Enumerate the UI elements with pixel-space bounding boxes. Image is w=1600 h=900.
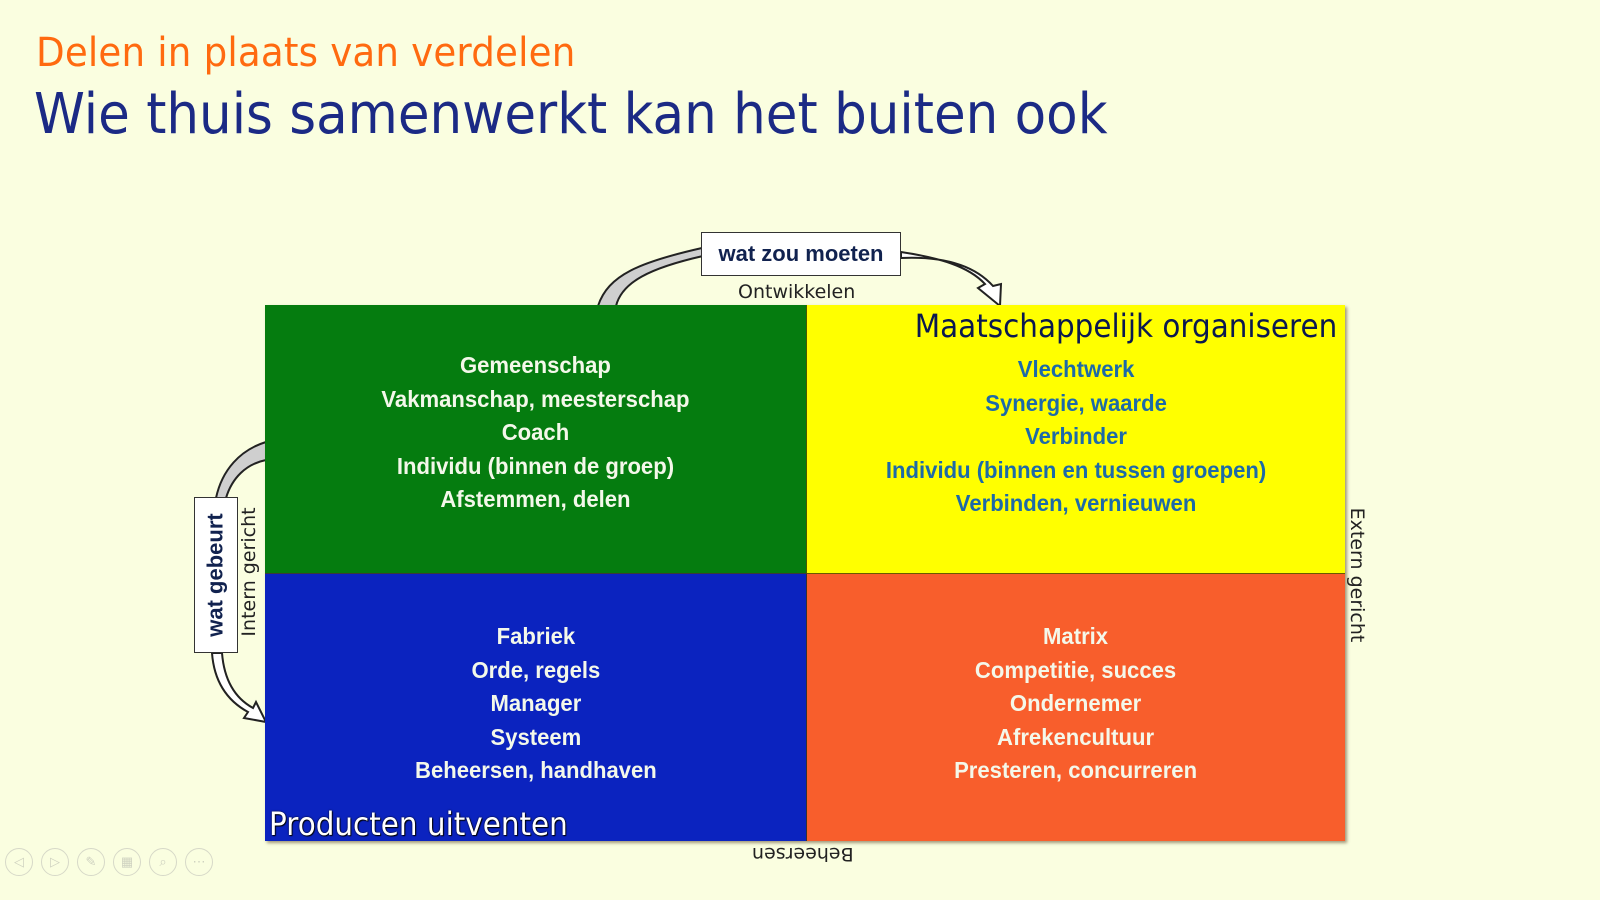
- slide-title: Wie thuis samenwerkt kan het buiten ook: [34, 82, 1108, 147]
- list-item: Competitie, succes: [975, 656, 1177, 683]
- list-item: Afstemmen, delen: [440, 486, 631, 512]
- gray-curved-arrow-top: [596, 246, 705, 307]
- next-icon[interactable]: ▷: [41, 848, 69, 876]
- quadrant-top-right-list: Vlechtwerk Synergie, waarde Verbinder In…: [878, 353, 1274, 521]
- list-item: Verbinder: [1025, 423, 1127, 449]
- axis-label-top: Ontwikkelen: [738, 281, 856, 303]
- gray-curved-arrow-left: [214, 440, 267, 499]
- axis-label-bottom: Beheersen: [752, 843, 854, 865]
- quadrant-top-right: Maatschappelijk organiseren Vlechtwerk S…: [806, 305, 1345, 573]
- list-item: Matrix: [1043, 623, 1109, 649]
- quadrant-top-left-list: Gemeenschap Vakmanschap, meesterschap Co…: [375, 349, 696, 517]
- list-item: Vlechtwerk: [1017, 356, 1135, 382]
- quadrant-bottom-left-list: Fabriek Orde, regels Manager Systeem Beh…: [410, 620, 662, 788]
- presenter-controls: ◁ ▷ ✎ ▦ ⌕ ⋯: [5, 848, 213, 876]
- list-item: Fabriek: [496, 623, 575, 649]
- quadrant-heading-producten: Producten uitventen: [269, 805, 568, 843]
- white-curved-arrow-top: [900, 250, 1003, 309]
- list-item: Individu (binnen de groep): [396, 452, 675, 479]
- slide-subtitle: Delen in plaats van verdelen: [36, 30, 576, 76]
- slides-grid-icon[interactable]: ▦: [113, 848, 141, 876]
- list-item: Gemeenschap: [460, 352, 611, 378]
- list-item: Synergie, waarde: [985, 389, 1167, 416]
- callout-top: wat zou moeten: [701, 232, 901, 276]
- list-item: Manager: [490, 690, 581, 716]
- more-icon[interactable]: ⋯: [185, 848, 213, 876]
- list-item: Individu (binnen en tussen groepen): [885, 456, 1267, 483]
- list-item: Afrekencultuur: [997, 723, 1155, 750]
- quadrant-bottom-left: Fabriek Orde, regels Manager Systeem Beh…: [265, 573, 806, 843]
- list-item: Systeem: [490, 723, 581, 750]
- list-item: Ondernemer: [1010, 690, 1142, 716]
- axis-label-left: Intern gericht: [238, 507, 260, 637]
- list-item: Orde, regels: [471, 656, 600, 683]
- white-curved-arrow-left: [210, 652, 268, 724]
- quadrant-matrix: Gemeenschap Vakmanschap, meesterschap Co…: [265, 305, 1345, 843]
- list-item: Presteren, concurreren: [954, 757, 1198, 783]
- quadrant-top-left: Gemeenschap Vakmanschap, meesterschap Co…: [265, 305, 806, 573]
- list-item: Verbinden, vernieuwen: [955, 490, 1197, 516]
- zoom-icon[interactable]: ⌕: [149, 848, 177, 876]
- pen-icon[interactable]: ✎: [77, 848, 105, 876]
- quadrant-heading-maatschappelijk: Maatschappelijk organiseren: [914, 307, 1337, 345]
- list-item: Vakmanschap, meesterschap: [381, 385, 690, 412]
- callout-left-text: wat gebeurt: [203, 513, 228, 637]
- previous-icon[interactable]: ◁: [5, 848, 33, 876]
- callout-left: wat gebeurt: [194, 497, 238, 653]
- axis-label-right: Extern gericht: [1346, 507, 1368, 643]
- list-item: Beheersen, handhaven: [414, 757, 657, 783]
- quadrant-bottom-right-list: Matrix Competitie, succes Ondernemer Afr…: [949, 620, 1202, 788]
- list-item: Coach: [501, 419, 570, 445]
- quadrant-bottom-right: Matrix Competitie, succes Ondernemer Afr…: [806, 573, 1345, 841]
